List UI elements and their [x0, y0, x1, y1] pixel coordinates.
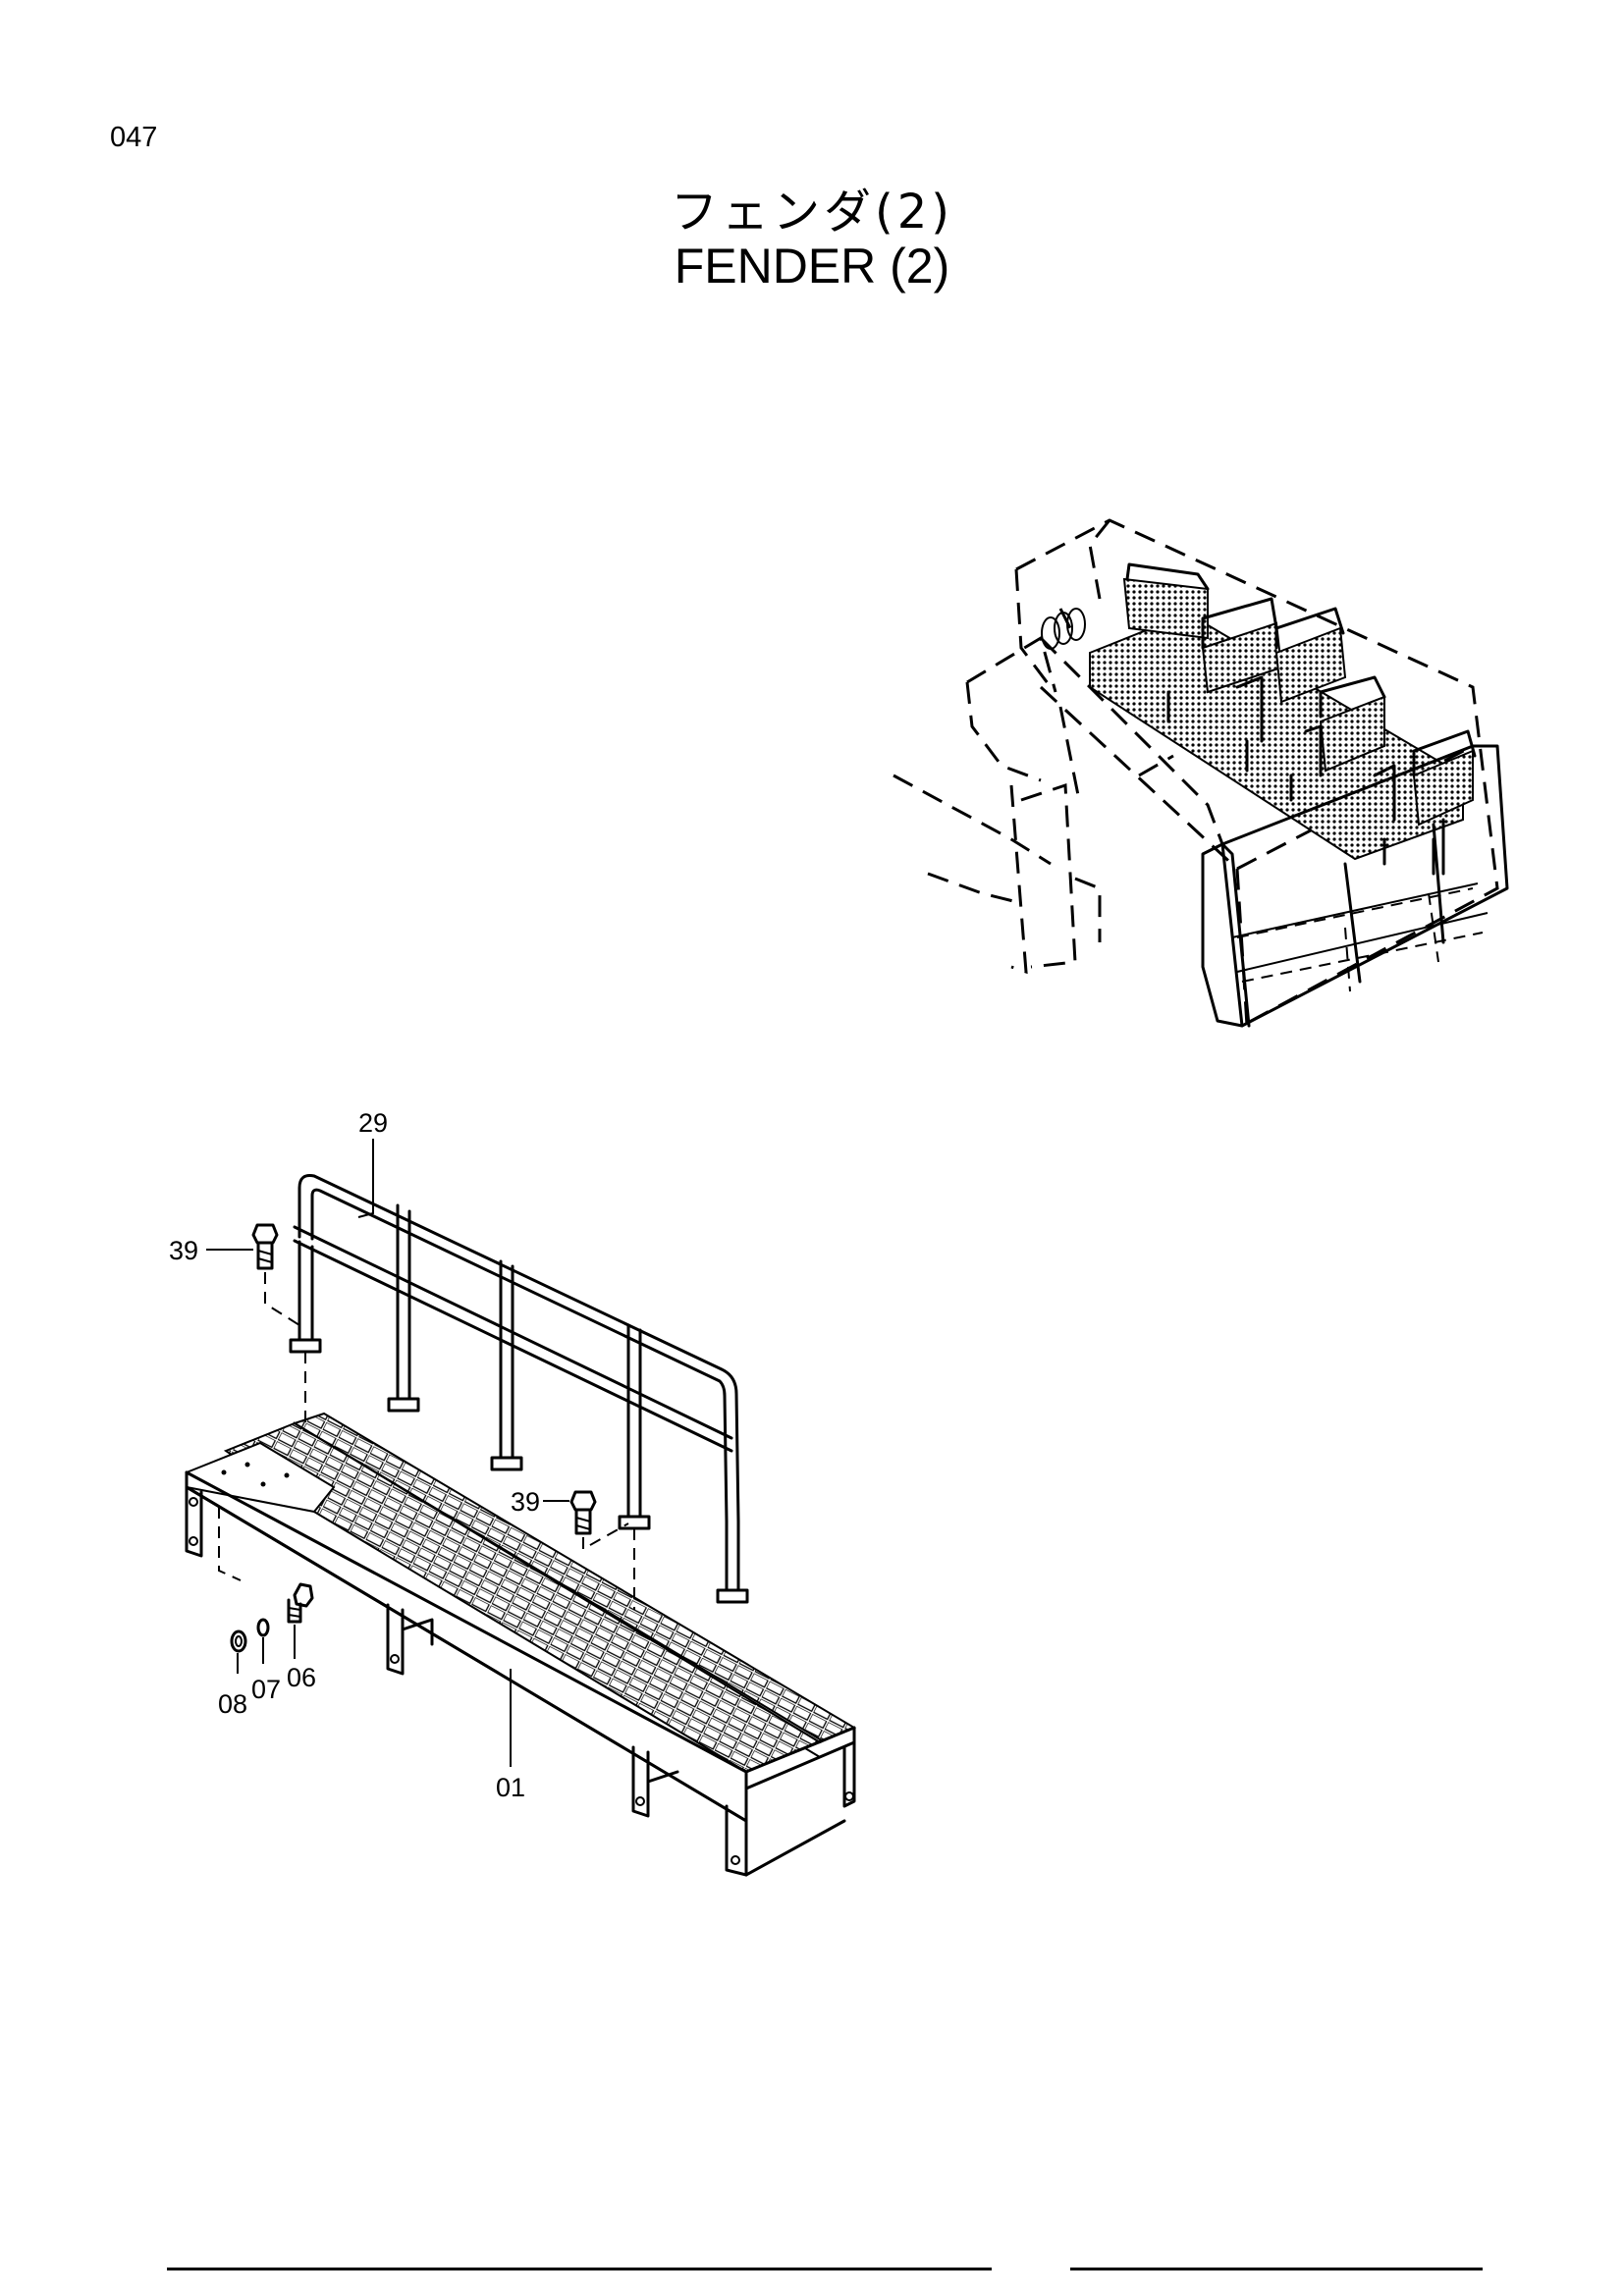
callout-08: 08	[218, 1689, 247, 1719]
callout-07: 07	[251, 1675, 281, 1704]
page-number: 047	[110, 122, 158, 153]
step-frame-01	[185, 1412, 857, 1877]
footer-rule-right	[1070, 2268, 1483, 2270]
callout-06: 06	[287, 1663, 316, 1692]
step-assembly	[185, 1174, 857, 1877]
callout-39-upper: 39	[169, 1236, 198, 1265]
bolt-39-lower	[569, 1490, 629, 1551]
callout-39-lower: 39	[511, 1487, 540, 1517]
location-overview	[893, 518, 1509, 1028]
leader-line-29	[357, 1139, 374, 1218]
lock-washer-07	[256, 1618, 270, 1637]
callout-29: 29	[358, 1108, 388, 1138]
page-title-english: FENDER (2)	[674, 239, 950, 294]
callout-01: 01	[496, 1773, 525, 1802]
bolt-39-upper	[251, 1223, 300, 1326]
handrail-29	[289, 1174, 749, 1604]
bolt-06	[287, 1582, 314, 1624]
washer-08	[230, 1629, 247, 1653]
page-title-japanese: フェンダ(2)	[671, 185, 953, 240]
footer-rule-left	[167, 2268, 992, 2270]
